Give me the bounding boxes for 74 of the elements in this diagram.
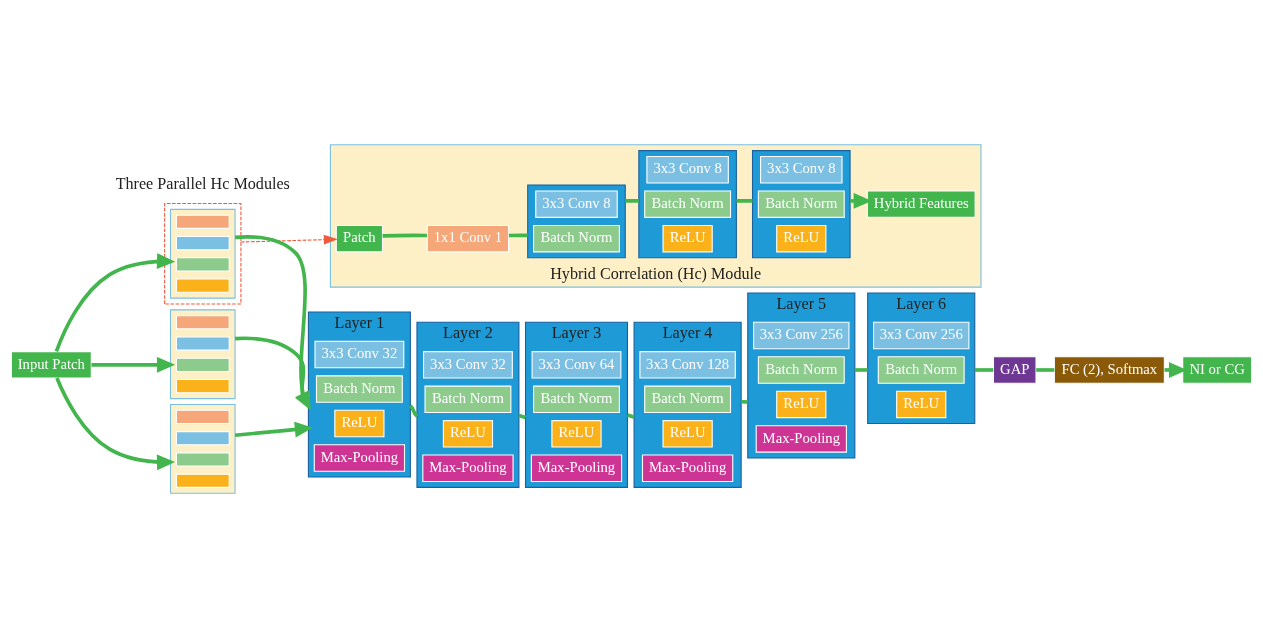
node-bar (175, 335, 230, 351)
node-box: NI or CG (1182, 355, 1253, 384)
connector (736, 198, 753, 203)
label: Three Parallel Hc Modules (115, 174, 290, 192)
connector (626, 412, 635, 419)
cluster (169, 208, 236, 299)
node-box: Input Patch (10, 350, 92, 379)
node-box: 3x3 Conv 256 (873, 321, 970, 349)
node-box: 3x3 Conv 32 (423, 350, 513, 379)
cluster (527, 184, 626, 258)
node-box: GAP (992, 355, 1037, 384)
connector (518, 413, 527, 419)
node-bar (175, 357, 230, 372)
node-box: Batch Norm (644, 385, 732, 413)
node-box: 3x3 Conv 8 (760, 155, 843, 183)
node-box: Batch Norm (315, 374, 403, 403)
cluster (169, 403, 236, 494)
connector (741, 399, 748, 404)
node-box: 1x1 Conv 1 (426, 224, 510, 252)
arrow (55, 376, 176, 470)
node-box: Batch Norm (757, 355, 845, 384)
cluster (751, 149, 851, 258)
node-box: ReLU (662, 419, 713, 448)
cluster (638, 149, 737, 258)
node-bar (175, 451, 230, 467)
node-box: Hybrid Features (866, 189, 976, 218)
node-box: 3x3 Conv 32 (314, 340, 405, 368)
arrow (91, 356, 176, 373)
node-box: Batch Norm (877, 355, 965, 384)
node-box: ReLU (776, 224, 827, 252)
node-box: ReLU (662, 224, 713, 252)
cluster (169, 308, 236, 399)
node-bar (175, 235, 230, 250)
node-box: ReLU (896, 390, 947, 418)
arrow (54, 252, 176, 352)
node-box: 3x3 Conv 8 (646, 155, 729, 183)
node-bar (175, 378, 230, 393)
node-box: 3x3 Conv 128 (639, 350, 736, 379)
node-box: Batch Norm (533, 385, 620, 413)
node-box: Max-Pooling (755, 424, 847, 453)
node-bar (175, 314, 230, 329)
arrow (240, 234, 338, 245)
node-bar (175, 277, 230, 293)
node-box: 3x3 Conv 64 (531, 350, 622, 379)
node-box: Max-Pooling (530, 454, 623, 482)
connector (382, 233, 428, 238)
node-box: Patch (335, 224, 384, 252)
node-box: ReLU (776, 390, 827, 418)
node-box: Max-Pooling (422, 454, 514, 482)
node-box: ReLU (334, 409, 385, 437)
node-box: Batch Norm (533, 224, 620, 252)
arrow (234, 421, 313, 437)
connector (854, 367, 868, 372)
connector (974, 367, 994, 372)
node-box: Batch Norm (757, 189, 845, 218)
node-box: ReLU (551, 419, 602, 448)
connector (409, 404, 419, 417)
node-box: 3x3 Conv 8 (535, 189, 618, 218)
node-bar (175, 473, 230, 488)
connector (625, 198, 639, 203)
node-bar (175, 214, 230, 229)
node-box: Batch Norm (644, 189, 732, 218)
node-box: Max-Pooling (313, 443, 406, 472)
node-bar (175, 409, 230, 424)
node-box: Max-Pooling (641, 454, 734, 482)
node-bar (175, 430, 230, 445)
node-bar (175, 256, 230, 271)
node-box: 3x3 Conv 256 (753, 321, 850, 349)
cluster (164, 202, 242, 304)
node-box: ReLU (442, 419, 494, 448)
connector (508, 233, 528, 237)
node-box: FC (2), Softmax (1053, 355, 1165, 384)
node-box: Batch Norm (424, 385, 512, 413)
connector (1036, 367, 1055, 372)
